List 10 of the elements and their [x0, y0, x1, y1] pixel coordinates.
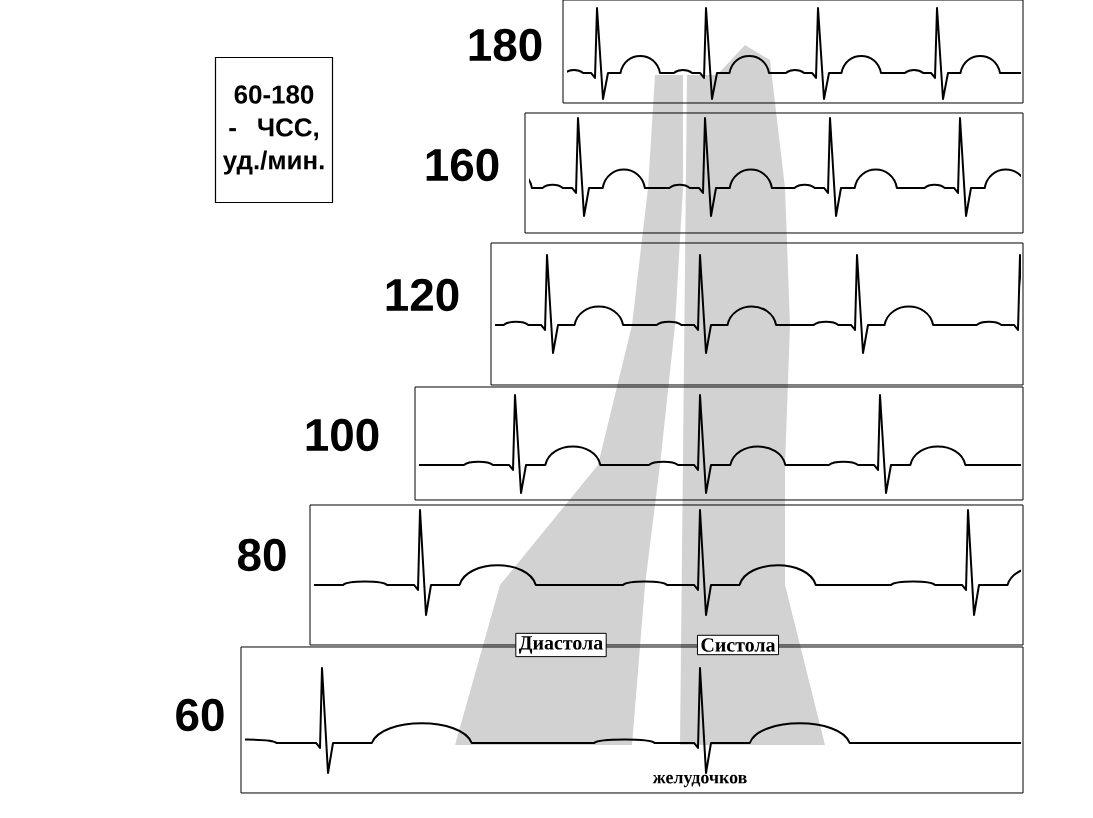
phase-label-box: Диастола: [515, 632, 607, 658]
note-box: 60-180 - ЧСС, уд./мин.: [214, 56, 334, 204]
heart-rate-label: 80: [237, 538, 286, 572]
caption-text: желудочков: [652, 774, 747, 788]
heart-rate-label: 60: [176, 698, 224, 732]
heart-rate-label: 180: [469, 28, 542, 62]
heart-rate-label: 120: [386, 278, 459, 312]
heart-rate-label: 160: [426, 148, 499, 182]
phase-label-box: Систола: [696, 634, 780, 656]
heart-rate-label: 100: [306, 418, 379, 452]
